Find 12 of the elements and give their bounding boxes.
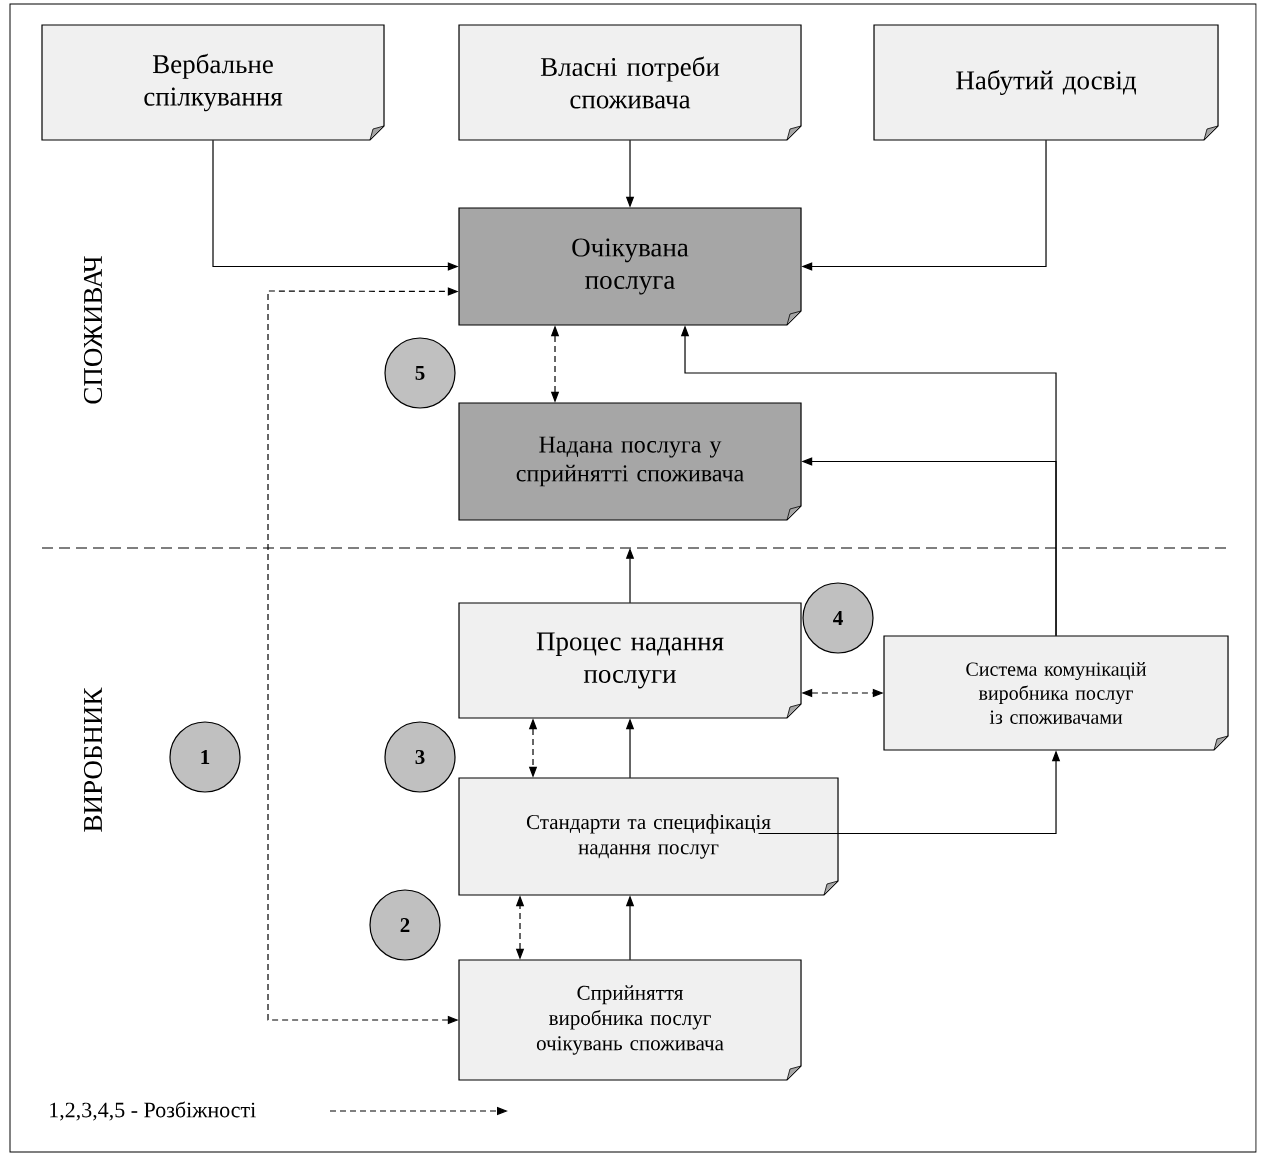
note-box: Надана послуга у сприйнятті споживача bbox=[458, 402, 802, 521]
note-box: Процес надання послуги bbox=[458, 602, 802, 719]
note-box: Стандарти та специфікація надання послуг bbox=[458, 777, 839, 896]
note-box: Вербальне спілкування bbox=[41, 24, 385, 141]
note-box: Система комунікацій виробника послуг із споживачами bbox=[883, 635, 1229, 751]
side-label: ВИРОБНИК bbox=[83, 687, 103, 832]
note-box: Очікувана послуга bbox=[458, 207, 802, 326]
note-box: Сприйняття виробника послуг очікувань споживача bbox=[458, 959, 802, 1081]
note-box: Власні потреби споживача bbox=[458, 24, 802, 141]
legend-text: 1,2,3,4,5 - Розбіжності bbox=[50, 1101, 256, 1121]
note-box: Набутий досвід bbox=[873, 24, 1219, 141]
side-label: СПОЖИВАЧ bbox=[83, 256, 103, 404]
